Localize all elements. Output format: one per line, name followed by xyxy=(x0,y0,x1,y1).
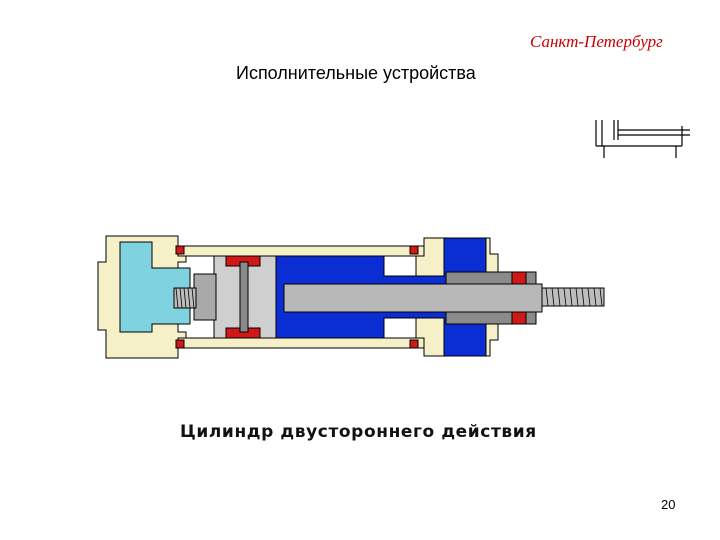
piston-rod xyxy=(283,283,543,313)
tube-top xyxy=(177,245,425,257)
tube-seal-1 xyxy=(175,245,185,255)
tube-bottom xyxy=(177,337,425,349)
page-title: Исполнительные устройства xyxy=(236,63,476,83)
tube-seal-3 xyxy=(175,339,185,349)
piston-ring xyxy=(239,261,249,333)
header-city: Санкт-Петербург xyxy=(530,32,663,51)
nut xyxy=(193,273,217,321)
tube-seal-4 xyxy=(409,339,419,349)
gland-seal-bottom xyxy=(511,311,527,325)
gland-seal-top xyxy=(511,271,527,285)
left-chamber xyxy=(119,241,191,333)
figure-caption: Цилиндр двустороннего действия xyxy=(180,422,537,442)
cylinder-cross-section xyxy=(97,235,605,359)
cylinder-symbol-icon xyxy=(595,120,690,158)
page-number: 20 xyxy=(661,497,676,512)
tube-seal-2 xyxy=(409,245,419,255)
